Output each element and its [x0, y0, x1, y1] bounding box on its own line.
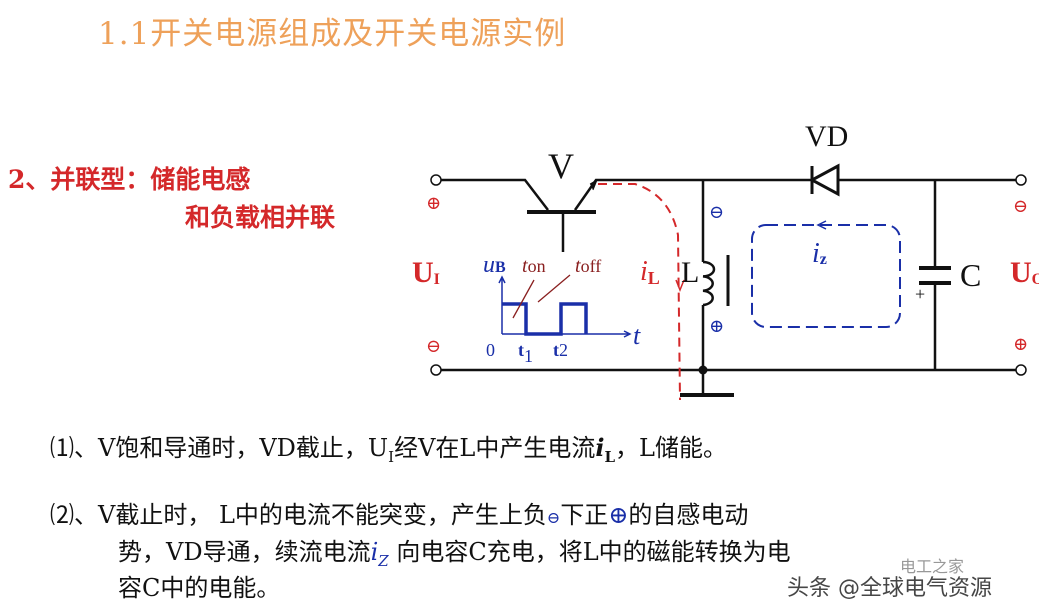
- inductor-coil: [702, 260, 716, 307]
- slide-title: 1.1开关电源组成及开关电源实例: [98, 16, 567, 52]
- transistor-label: V: [548, 146, 574, 186]
- capacitor-label: C: [960, 257, 981, 293]
- arrow-left-icon: [816, 220, 827, 230]
- waveform-xlabel: t: [633, 321, 641, 350]
- emitter-arrow: [589, 178, 598, 191]
- explanation-2-line3: 容C中的电能。: [118, 574, 281, 602]
- waveform: [498, 275, 632, 338]
- wires: [441, 163, 1016, 397]
- plus-icon: ⊕: [426, 193, 441, 213]
- output-voltage-label: UO: [1010, 256, 1039, 289]
- watermark-source: 头条 @全球电气资源: [787, 576, 992, 601]
- diode-label: VD: [805, 120, 848, 153]
- waveform-ylabel: uB: [483, 252, 506, 278]
- section-heading-line2: 和负载相并联: [185, 203, 336, 232]
- junction-dot: [698, 365, 708, 375]
- input-terminal-top: [430, 174, 442, 186]
- watermark-brand: 电工之家: [900, 557, 965, 576]
- section-heading: 2、并联型：储能电感: [8, 165, 251, 194]
- origin-label: 0: [486, 340, 495, 360]
- minus-icon: ⊖: [1013, 196, 1028, 216]
- arrow-down-icon: [675, 279, 685, 293]
- current-path-il: [598, 183, 681, 401]
- t2-label: t2: [553, 340, 568, 360]
- capacitor-plus: +: [915, 284, 925, 304]
- minus-icon: ⊖: [709, 202, 724, 222]
- t1-label: t1: [518, 340, 533, 366]
- minus-icon: ⊖: [426, 336, 441, 356]
- pointer-lines: [512, 274, 571, 319]
- plus-icon: ⊕: [709, 316, 724, 336]
- explanation-2: ⑵、V截止时， L中的电流不能突变，产生上负⊖下正⊕的自感电动: [50, 501, 749, 529]
- current-iz-label: iz: [812, 238, 827, 269]
- inductor-label: L: [681, 256, 699, 289]
- explanation-1: ⑴、V饱和导通时，VD截止，UI经V在L中产生电流iL，L储能。: [50, 433, 727, 466]
- output-terminal-top: [1015, 174, 1027, 186]
- current-path-iz: [751, 224, 901, 328]
- capacitor-symbol: [919, 266, 951, 285]
- plus-icon: ⊕: [1013, 334, 1028, 354]
- current-il-label: iL: [640, 256, 660, 288]
- explanation-2-line2: 势，VD导通，续流电流iZ 向电容C充电，将L中的磁能转换为电: [118, 538, 791, 570]
- input-terminal-bottom: [430, 364, 442, 376]
- output-terminal-bottom: [1015, 364, 1027, 376]
- t-off-label: toff: [575, 255, 601, 277]
- diode-symbol: [808, 163, 840, 197]
- input-voltage-label: UI: [412, 256, 440, 289]
- t-on-label: ton: [522, 255, 546, 277]
